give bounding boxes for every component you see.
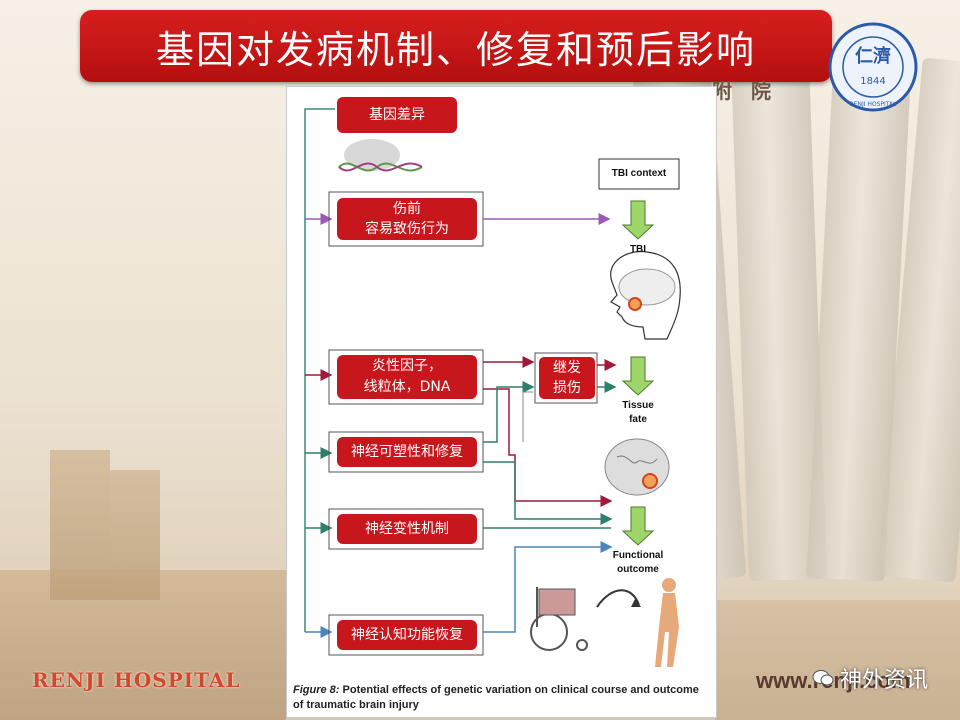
brain-section-icon: [604, 438, 670, 496]
tbi-label: TBI: [629, 244, 647, 255]
wheelchair-icon: [530, 587, 588, 651]
dna-helix-icon: [338, 139, 423, 172]
caption-text: Potential effects of genetic variation o…: [293, 684, 699, 711]
inflammation-label: 炎性因子，: [372, 358, 442, 374]
injury-label: 损伤: [553, 380, 581, 396]
svg-text:1844: 1844: [860, 76, 885, 87]
hospital-banner-text: RENJI HOSPITAL: [32, 668, 241, 692]
genetic-variation-box: 基因差异: [369, 107, 425, 123]
injury-behaviour-label: 容易致伤行为: [365, 221, 449, 237]
building-decoration: [0, 570, 286, 720]
mitochondria-dna-label: 线粒体，DNA: [363, 379, 451, 395]
tbi-context-label: TBI context: [611, 168, 667, 179]
figure-caption: Figure 8: Potential effects of genetic v…: [293, 683, 711, 713]
spine-line: [304, 108, 335, 632]
svg-text:RENJI HOSPITAL: RENJI HOSPITAL: [850, 101, 898, 108]
fate-label: fate: [629, 414, 647, 425]
building-decoration: [715, 600, 960, 720]
flow-diagram: [304, 97, 681, 667]
plasticity-repair-box: 神经可塑性和修复: [351, 444, 463, 460]
watermark: 神外资讯: [812, 662, 928, 694]
hospital-name-partial: 附 院: [712, 79, 777, 103]
svg-text:仁濟: 仁濟: [855, 45, 891, 67]
tissue-label: Tissue: [622, 400, 654, 411]
functional-label: Functional: [612, 550, 664, 561]
chat-bubble-icon: [812, 670, 834, 686]
figure-panel: 基因差异 伤前 容易致伤行为 炎性因子， 线粒体，DNA 继发 损伤 神经可塑性…: [286, 86, 717, 718]
progress-arrow-icon: [596, 589, 640, 608]
walking-person-icon: [655, 578, 679, 667]
watermark-text: 神外资讯: [840, 668, 929, 693]
secondary-label: 继发: [553, 360, 581, 376]
caption-label: Figure 8:: [293, 684, 340, 696]
cognitive-recovery-box: 神经认知功能恢复: [351, 627, 463, 643]
neurodegeneration-box: 神经变性机制: [365, 521, 449, 537]
head-profile-icon: [610, 250, 681, 340]
slide-title-bar: 基因对发病机制、修复和预后影响: [80, 10, 832, 82]
hospital-seal-logo: 仁濟 1844 RENJI HOSPITAL: [828, 22, 918, 112]
pre-injury-label: 伤前: [393, 201, 421, 217]
slide-title: 基因对发病机制、修复和预后影响: [155, 27, 756, 72]
outcome-label: outcome: [617, 564, 659, 575]
